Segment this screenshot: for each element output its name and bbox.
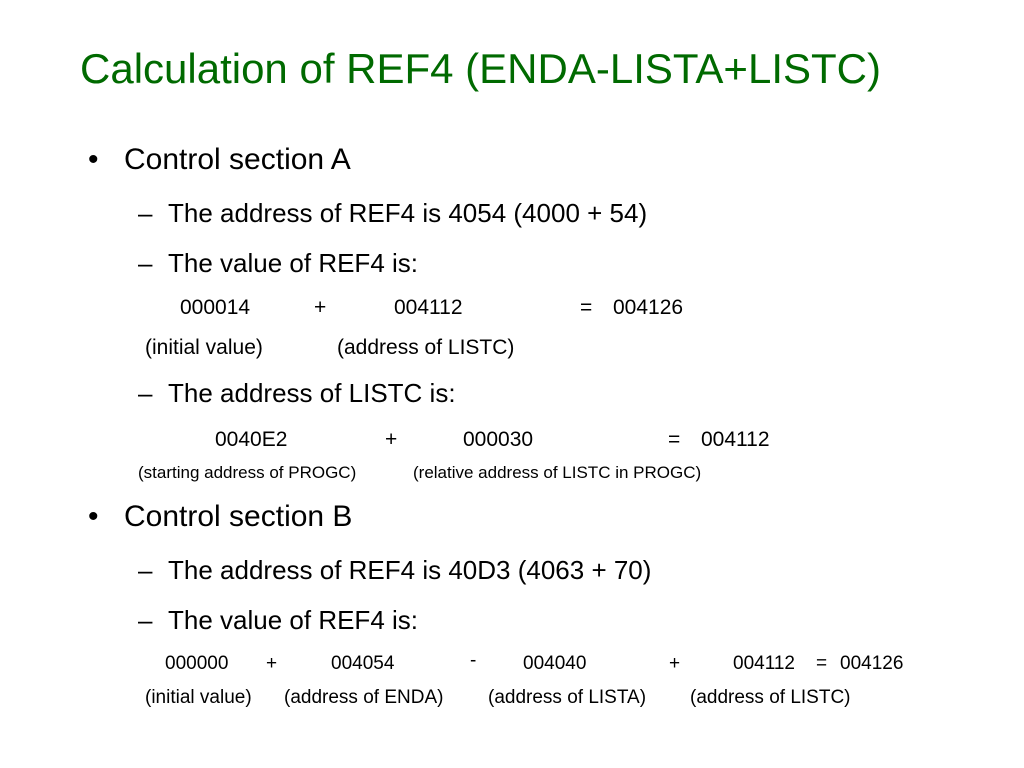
section-b-address-line: The address of REF4 is 40D3 (4063 + 70) — [168, 555, 652, 585]
calc-label: (relative address of LISTC in PROGC) — [413, 463, 702, 482]
slide-title: Calculation of REF4 (ENDA-LISTA+LISTC) — [80, 45, 881, 92]
dash-marker: – — [138, 248, 153, 278]
calc-operator: + — [385, 428, 398, 451]
calc-label: (initial value) — [145, 336, 263, 359]
calc-label: (initial value) — [145, 687, 252, 708]
calc-label: (address of LISTC) — [337, 336, 515, 359]
section-a-value-line: The value of REF4 is: — [168, 248, 418, 278]
calc-equals: = — [668, 428, 681, 451]
calc-operator: + — [266, 653, 278, 674]
calc-result: 004126 — [613, 296, 684, 319]
calc-label: (address of ENDA) — [284, 687, 444, 708]
section-a-listc-line: The address of LISTC is: — [168, 378, 456, 408]
calc-operand: 004040 — [523, 653, 587, 674]
calc-result: 004112 — [701, 428, 770, 451]
section-a-address-line: The address of REF4 is 4054 (4000 + 54) — [168, 198, 648, 228]
calc-operand: 004112 — [733, 653, 795, 674]
calc-operand: 000014 — [180, 296, 251, 319]
calc-label: (starting address of PROGC) — [138, 463, 357, 482]
calc-operator: + — [314, 296, 327, 319]
section-b-heading: Control section B — [124, 500, 353, 533]
bullet-marker: • — [88, 143, 99, 176]
calc-operator: - — [470, 650, 477, 671]
calc-operand: 0040E2 — [215, 428, 288, 451]
calc-equals: = — [580, 296, 593, 319]
calc-operand: 004054 — [331, 653, 395, 674]
dash-marker: – — [138, 555, 153, 585]
dash-marker: – — [138, 605, 153, 635]
section-b-value-line: The value of REF4 is: — [168, 605, 418, 635]
bullet-marker: • — [88, 500, 99, 533]
calc-operand: 004112 — [394, 296, 463, 319]
calc-label: (address of LISTC) — [690, 687, 851, 708]
dash-marker: – — [138, 378, 153, 408]
dash-marker: – — [138, 198, 153, 228]
calc-operand: 000030 — [463, 428, 534, 451]
calc-equals: = — [816, 653, 828, 674]
calc-operator: + — [669, 653, 681, 674]
calc-operand: 000000 — [165, 653, 229, 674]
section-a-heading: Control section A — [124, 143, 351, 176]
calc-label: (address of LISTA) — [488, 687, 647, 708]
calc-result: 004126 — [840, 653, 904, 674]
